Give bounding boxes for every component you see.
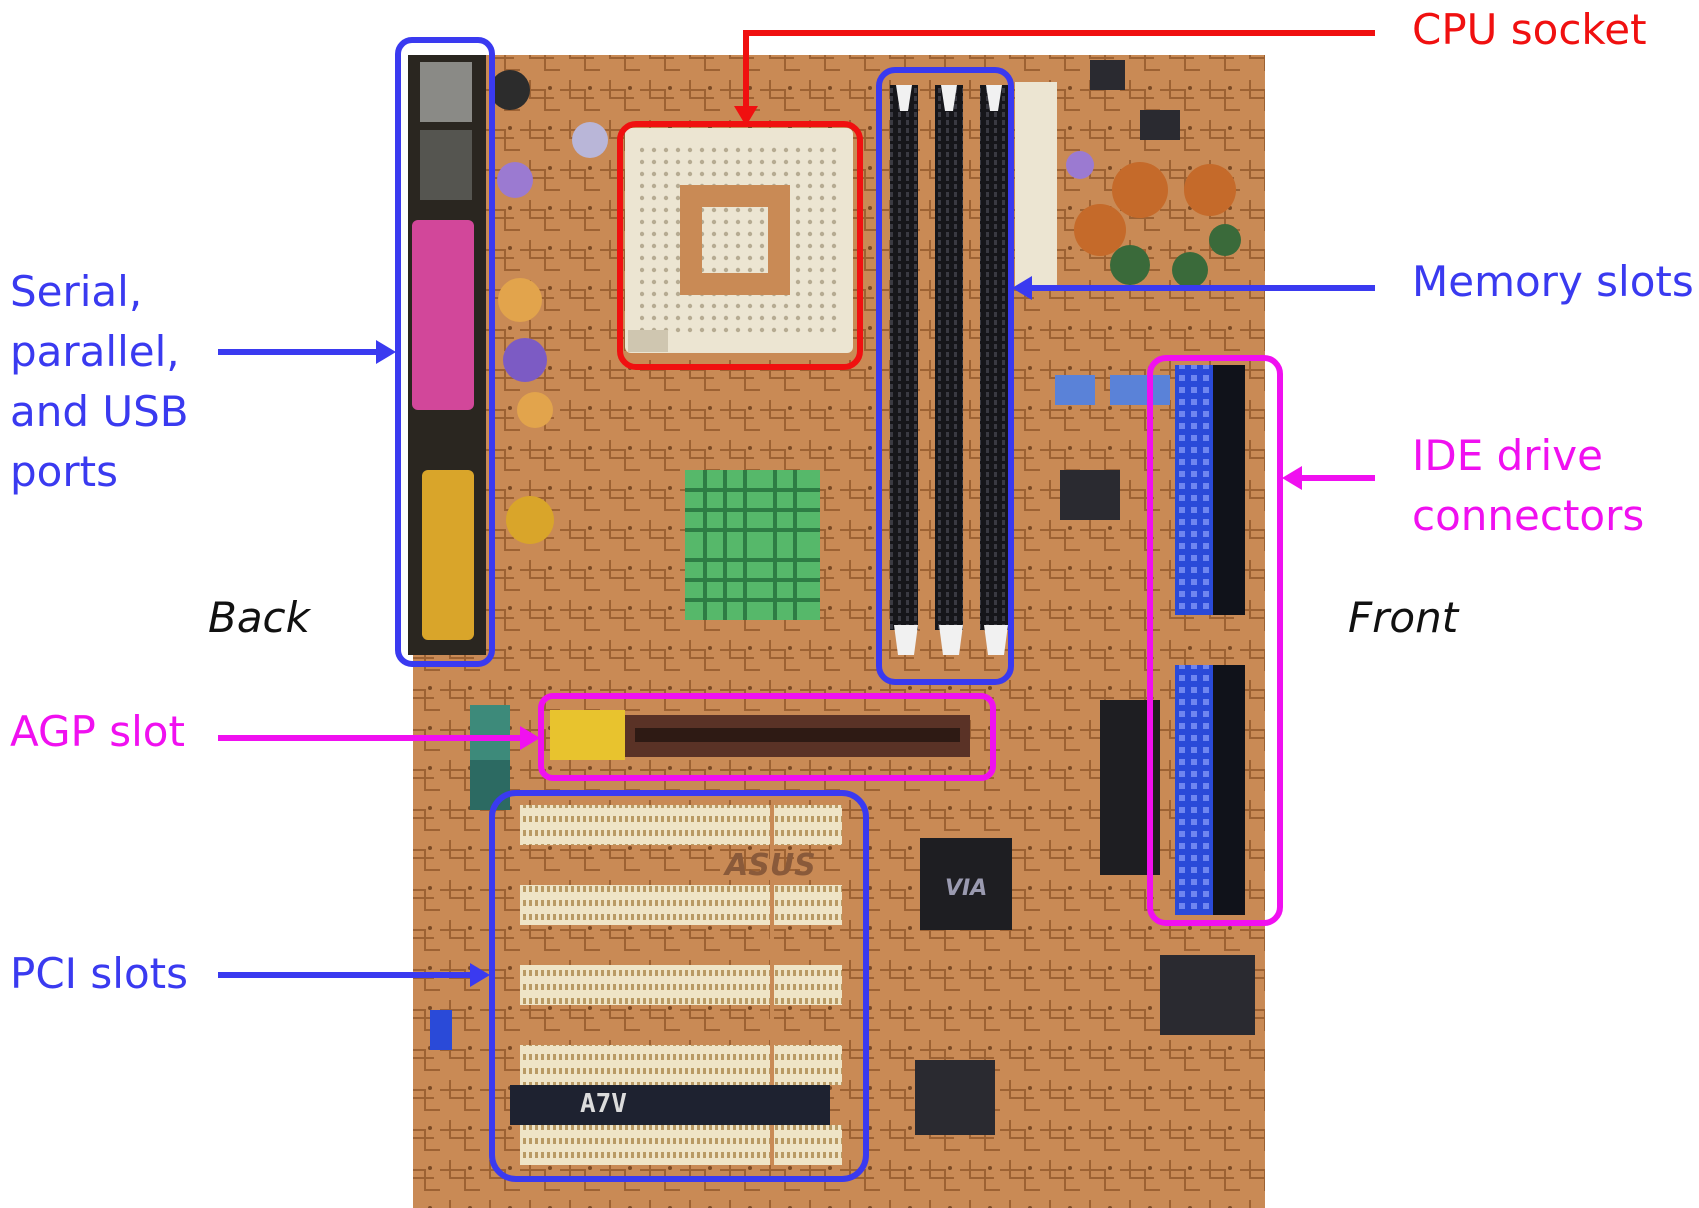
ide-connectors-label: IDE drive connectors (1412, 426, 1644, 546)
pci-slots-label: PCI slots (10, 944, 188, 1004)
brand-silkscreen: ASUS (723, 848, 816, 883)
chipset-heatsink (685, 470, 820, 620)
dip-switch (1055, 375, 1095, 405)
dip-switch (1110, 375, 1170, 405)
io-chip (915, 1060, 995, 1135)
serial-port (422, 470, 474, 640)
cpu-socket-graphic (625, 128, 853, 353)
back-label: Back (208, 588, 310, 648)
cpu-socket-label: CPU socket (1412, 0, 1647, 60)
ports-arrow (218, 340, 396, 364)
front-label: Front (1348, 588, 1458, 648)
ports-label: Serial, parallel, and USB ports (10, 262, 189, 502)
chipset-logo: VIA (945, 876, 987, 901)
ide-arrow (1282, 466, 1375, 490)
atx-power-connector (1015, 82, 1057, 287)
agp-slot-label: AGP slot (10, 702, 185, 762)
parallel-port (412, 220, 474, 410)
controller-chip (1160, 955, 1255, 1035)
southbridge-chip: VIA (920, 838, 1012, 930)
rear-io-block (408, 55, 486, 655)
memory-slots-graphic (890, 85, 1008, 655)
model-silkscreen: A7V (580, 1089, 627, 1119)
memory-slots-label: Memory slots (1412, 252, 1694, 312)
small-chip (1060, 470, 1120, 520)
agp-slot-graphic (550, 710, 970, 760)
